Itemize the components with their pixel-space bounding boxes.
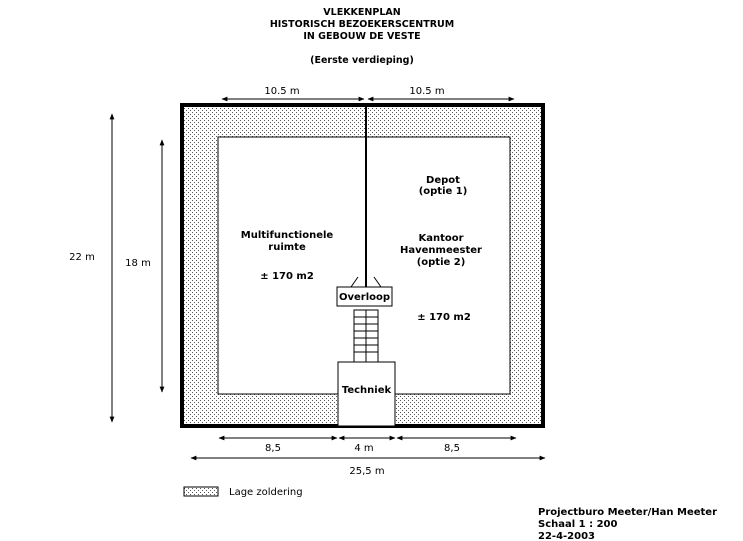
credit-line-3: 22-4-2003	[538, 531, 595, 541]
right-room-area: ± 170 m2	[417, 312, 471, 323]
depot-option: (optie 1)	[419, 186, 468, 197]
dim-outer-height-label: 22 m	[69, 252, 95, 263]
dim-top-right-label: 10.5 m	[409, 86, 444, 97]
office-option: (optie 2)	[417, 257, 466, 268]
dim-inner-height-label: 18 m	[125, 258, 151, 269]
title-subtitle: (Eerste verdieping)	[310, 55, 414, 66]
overloop-box	[336, 286, 393, 307]
depot-label: Depot	[426, 175, 460, 186]
staircase	[353, 309, 379, 363]
left-room-area: ± 170 m2	[260, 271, 314, 282]
dim-bottom-total-label: 25,5 m	[349, 466, 384, 477]
office-label-2: Havenmeester	[400, 245, 482, 256]
dim-bottom-right-label: 8,5	[444, 443, 460, 454]
overloop-label: Overloop	[339, 292, 390, 303]
overloop-funnel-right	[373, 276, 382, 288]
legend-label: Lage zoldering	[229, 487, 303, 498]
title-line-1: VLEKKENPLAN	[323, 7, 400, 18]
left-room-name-2: ruimte	[268, 242, 306, 253]
credit-line-2: Schaal 1 : 200	[538, 519, 617, 530]
title-line-2: HISTORISCH BEZOEKERSCENTRUM	[270, 19, 454, 30]
title-line-3: IN GEBOUW DE VESTE	[303, 31, 420, 42]
dim-bottom-left-label: 8,5	[265, 443, 281, 454]
office-label: Kantoor	[418, 233, 463, 244]
overloop-funnel-left	[350, 276, 359, 288]
credit-line-1: Projectburo Meeter/Han Meeter	[538, 507, 717, 518]
left-room-name-1: Multifunctionele	[241, 230, 334, 241]
techniek-label: Techniek	[342, 385, 392, 396]
legend-swatch	[183, 486, 219, 497]
dim-top-left-label: 10.5 m	[264, 86, 299, 97]
techniek-box	[337, 361, 396, 427]
dim-bottom-middle-label: 4 m	[354, 443, 373, 454]
